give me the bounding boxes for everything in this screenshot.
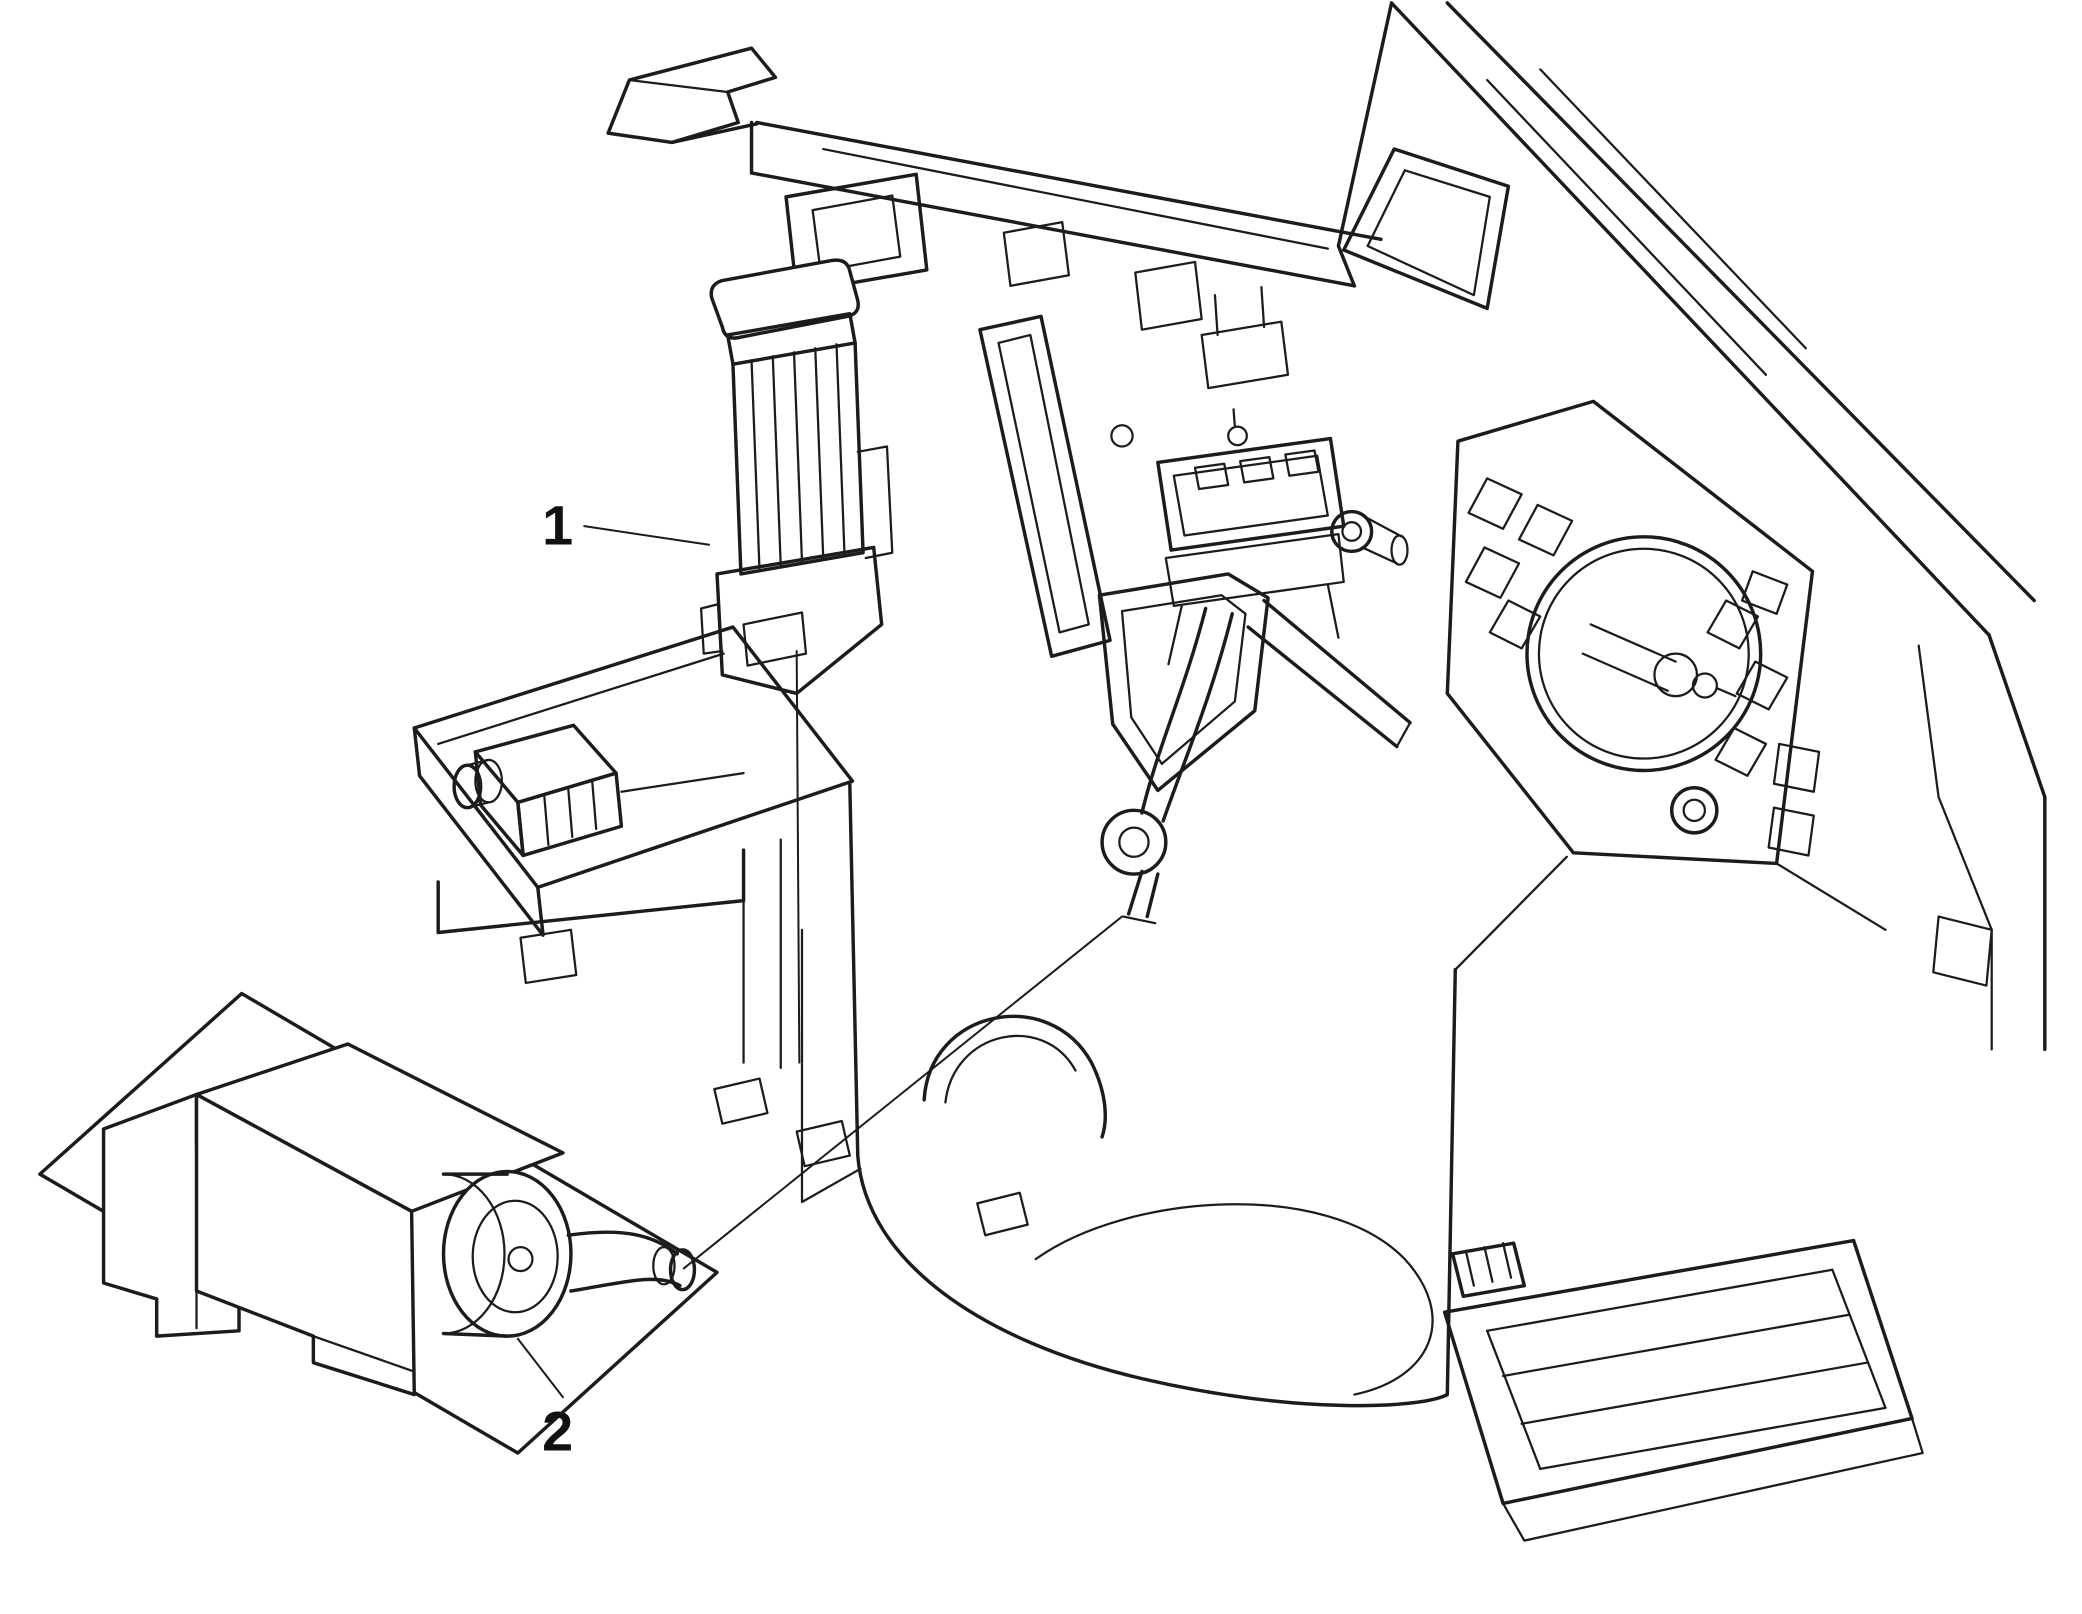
callout-2-label: 2 <box>542 1400 573 1462</box>
lower-right-bracket <box>1442 1238 1924 1542</box>
left-bracket-shelf <box>412 625 855 985</box>
item-2-install-line <box>682 915 1123 1270</box>
pedal-assembly <box>978 314 1412 925</box>
item-2-module <box>38 991 719 1455</box>
callout-1-label: 1 <box>542 495 573 557</box>
callout-2: 2 <box>516 1337 573 1462</box>
callout-1-leader-line <box>583 525 711 546</box>
harness-connector <box>1156 408 1409 666</box>
upper-beam <box>670 120 1383 390</box>
callout-2-leader-line <box>516 1337 564 1399</box>
steering-column-opening <box>1445 399 1887 931</box>
item-1-connector <box>699 258 894 696</box>
floor-console <box>713 782 1568 1408</box>
callout-1: 1 <box>542 495 711 557</box>
ip-carrier-panel <box>1336 1 2047 1052</box>
item-1-install-line <box>795 649 801 1064</box>
